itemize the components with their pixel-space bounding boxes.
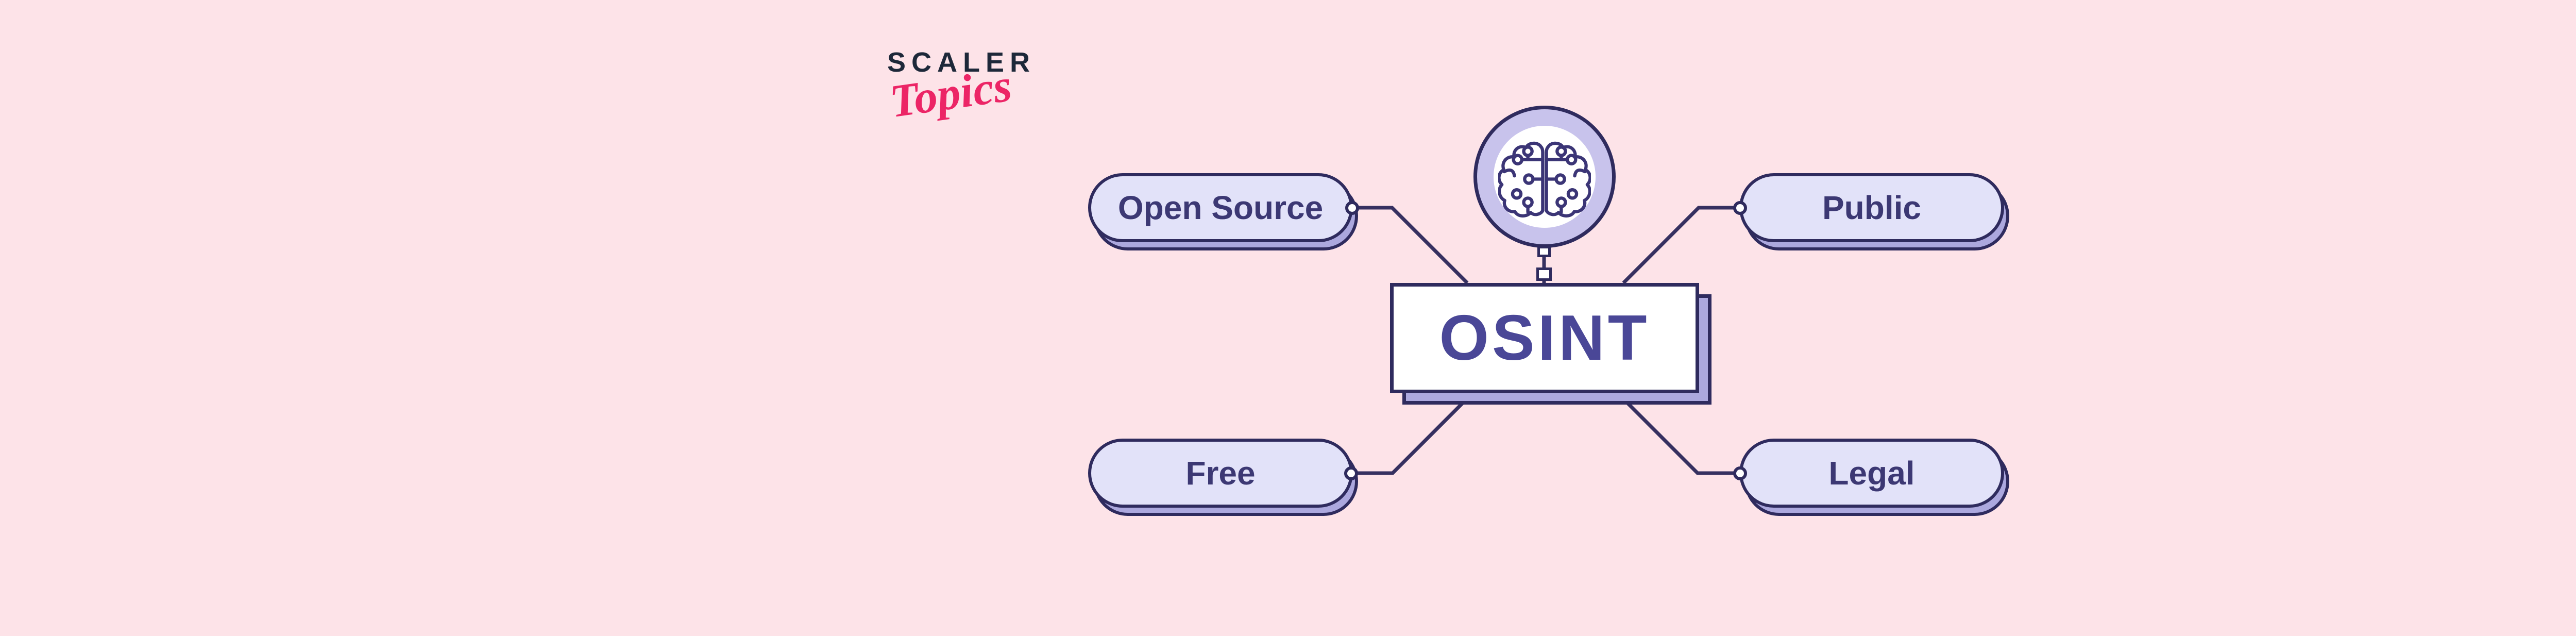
node-label-open-source: Open Source (1117, 189, 1324, 226)
connector-dot-free (1344, 466, 1358, 480)
connector-dot-public (1733, 201, 1747, 215)
brain-circuit-icon (1498, 141, 1591, 217)
connector-line-legal (1616, 392, 1740, 475)
node-legal: Legal (1739, 439, 2004, 508)
link-square-bottom (1536, 267, 1552, 281)
center-node-osint: OSINT (1390, 283, 1699, 393)
center-node-label: OSINT (1439, 303, 1650, 374)
connector-line-open-source (1352, 206, 1469, 284)
brain-badge-inner (1494, 126, 1596, 228)
node-label-public: Public (1822, 189, 1922, 226)
connector-line-public (1622, 206, 1740, 284)
connector-line-free (1351, 392, 1474, 475)
node-label-legal: Legal (1828, 455, 1915, 492)
logo-brand-text: SCALER (887, 47, 1036, 78)
connector-dot-legal (1733, 466, 1747, 480)
connector-dot-open-source (1345, 201, 1359, 215)
scaler-topics-logo: SCALER Topics (887, 46, 1036, 127)
node-public: Public (1739, 173, 2004, 242)
node-open-source: Open Source (1088, 173, 1353, 242)
node-label-free: Free (1185, 455, 1256, 492)
node-free: Free (1088, 439, 1353, 508)
brain-badge-circle (1473, 106, 1616, 248)
